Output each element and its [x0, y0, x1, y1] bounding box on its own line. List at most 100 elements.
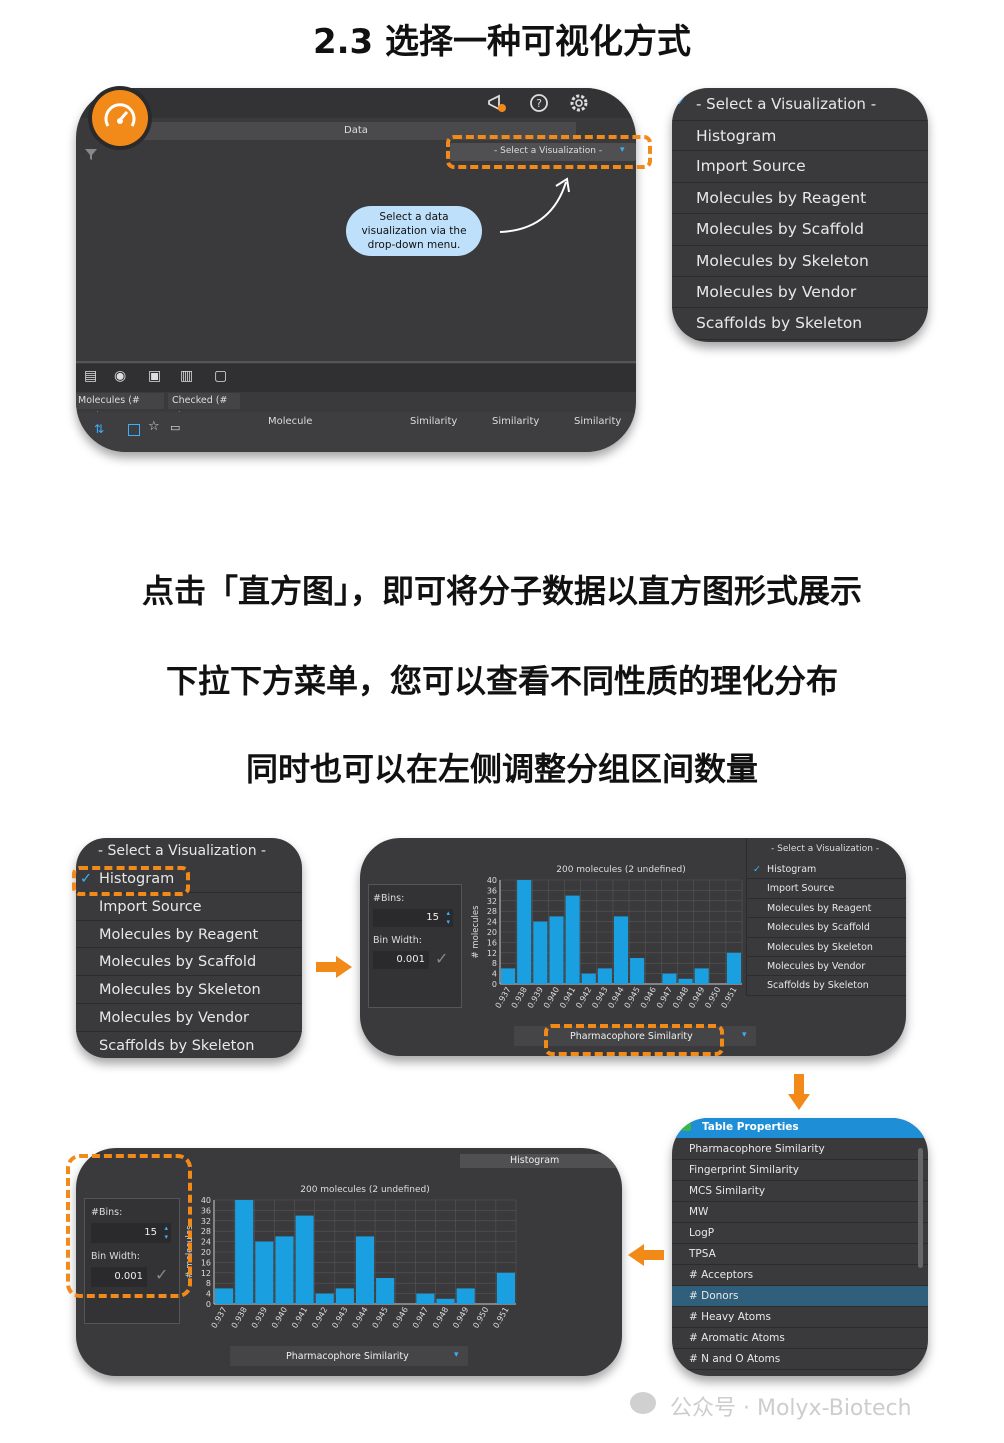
histogram-bar[interactable] [581, 973, 596, 984]
menu-item-histogram[interactable]: ✓Histogram [747, 860, 906, 880]
menu-item-import-source[interactable]: Import Source [672, 151, 928, 183]
histogram-bar[interactable] [255, 1241, 274, 1304]
visualization-select[interactable]: - Select a Visualization - ▾ [450, 143, 636, 161]
property-item-fingerprint[interactable]: Fingerprint Similarity [672, 1160, 928, 1181]
y-tick-label: 12 [487, 949, 497, 958]
menu-item-reagent[interactable]: Molecules by Reagent [747, 899, 906, 919]
histogram-bar[interactable] [295, 1215, 314, 1304]
column-similarity-2[interactable]: Similarity [492, 416, 540, 427]
property-item-tpsa[interactable]: TPSA [672, 1244, 928, 1265]
y-tick-label: 40 [487, 876, 497, 885]
visualization-tab[interactable]: Histogram ▾ [460, 1154, 622, 1168]
histogram-bar[interactable] [726, 952, 741, 984]
histogram-bar[interactable] [501, 968, 516, 984]
filter-icon[interactable] [84, 146, 98, 160]
save-icon[interactable]: ▣ [148, 368, 162, 384]
property-item-aromatic-atoms[interactable]: # Aromatic Atoms [672, 1328, 928, 1349]
y-tick-label: 16 [201, 1258, 211, 1267]
property-item-pharmacophore[interactable]: Pharmacophore Similarity [672, 1139, 928, 1160]
histogram-bar[interactable] [315, 1293, 334, 1304]
x-tick-label: 0.947 [411, 1306, 430, 1330]
menu-item-skeleton[interactable]: Molecules by Skeleton [747, 938, 906, 957]
menu-item-skeleton[interactable]: Molecules by Skeleton [672, 246, 928, 277]
histogram-bar[interactable] [597, 968, 612, 984]
property-item-acceptors[interactable]: # Acceptors [672, 1265, 928, 1286]
menu-item-scaffold[interactable]: Molecules by Scaffold [76, 948, 302, 977]
histogram-bar[interactable] [335, 1288, 354, 1304]
histogram-bar[interactable] [630, 958, 645, 984]
gear-icon[interactable] [568, 92, 590, 114]
histogram-bar[interactable] [355, 1236, 375, 1304]
property-select[interactable]: Pharmacophore Similarity ▾ [230, 1346, 468, 1366]
menu-item-reagent[interactable]: Molecules by Reagent [76, 921, 302, 949]
visualization-list: ✓Histogram Import Source Molecules by Re… [747, 860, 906, 996]
tooltip-bubble: Select a data visualization via the drop… [346, 206, 482, 256]
histogram-bar[interactable] [549, 916, 564, 984]
property-item-mw[interactable]: MW [672, 1202, 928, 1223]
star-icon[interactable]: ☆ [148, 419, 160, 434]
menu-item-vendor[interactable]: Molecules by Vendor [76, 1004, 302, 1032]
histogram-bar[interactable] [496, 1272, 515, 1304]
dashboard-logo-icon[interactable] [92, 90, 148, 146]
histogram-bar[interactable] [215, 1288, 234, 1304]
histogram-bar[interactable] [694, 968, 709, 984]
eye-icon[interactable]: ◉ [114, 368, 127, 384]
announce-icon[interactable] [486, 92, 508, 114]
property-item-n-and-o[interactable]: # N and O Atoms [672, 1349, 928, 1370]
confirm-check-icon[interactable]: ✓ [155, 1265, 169, 1284]
instruction-line-2: 下拉下方菜单，您可以查看不同性质的理化分布 [165, 662, 838, 700]
menu-item-vendor[interactable]: Molecules by Vendor [672, 277, 928, 309]
histogram-bar[interactable] [517, 880, 532, 984]
menu-item-scaffolds-by-skeleton[interactable]: Scaffolds by Skeleton [672, 308, 928, 340]
property-item-heavy-atoms[interactable]: # Heavy Atoms [672, 1307, 928, 1328]
property-item-donors[interactable]: # Donors [672, 1286, 928, 1307]
scrollbar[interactable] [918, 1148, 923, 1268]
comment-icon[interactable]: ▭ [170, 421, 181, 434]
column-molecule[interactable]: Molecule [268, 416, 313, 427]
menu-item-vendor[interactable]: Molecules by Vendor [747, 957, 906, 977]
histogram-bar[interactable] [275, 1236, 294, 1304]
checkbox[interactable] [128, 424, 140, 436]
menu-item-import-source[interactable]: Import Source [76, 893, 302, 921]
histogram-bar[interactable] [235, 1200, 254, 1304]
property-item-logp[interactable]: LogP [672, 1223, 928, 1244]
column-similarity-1[interactable]: Similarity [410, 416, 458, 427]
menu-item-histogram[interactable]: Histogram [672, 120, 928, 152]
menu-item-histogram[interactable]: ✓Histogram [76, 865, 302, 893]
bins-label: #Bins: [373, 893, 405, 904]
histogram-bar[interactable] [436, 1298, 455, 1304]
menu-item-scaffolds-by-skeleton[interactable]: Scaffolds by Skeleton [747, 976, 906, 996]
binwidth-input[interactable]: 0.001 [373, 951, 429, 969]
menu-item-scaffold[interactable]: Molecules by Scaffold [672, 214, 928, 246]
property-select[interactable]: Pharmacophore Similarity ▾ [514, 1026, 756, 1046]
menu-item-scaffolds-by-skeleton[interactable]: Scaffolds by Skeleton [76, 1032, 302, 1058]
histogram-bar[interactable] [456, 1288, 475, 1304]
histogram-bar[interactable] [678, 978, 693, 984]
help-icon[interactable]: ? [528, 92, 550, 114]
histogram-bar[interactable] [613, 916, 629, 984]
histogram-bar[interactable] [662, 973, 677, 984]
bins-input[interactable]: 15 ▴▾ [373, 909, 453, 927]
sort-icon[interactable]: ⇅ [94, 422, 105, 436]
menu-item-import-source[interactable]: Import Source [747, 879, 906, 899]
confirm-check-icon[interactable]: ✓ [435, 949, 449, 968]
menu-item-skeleton[interactable]: Molecules by Skeleton [76, 976, 302, 1004]
library-icon[interactable]: ▥ [180, 368, 194, 384]
database-icon[interactable]: ▤ [84, 368, 98, 384]
trash-icon[interactable]: ▢ [214, 368, 228, 384]
histogram-bar[interactable] [416, 1293, 435, 1304]
bins-input[interactable]: 15 ▴▾ [91, 1223, 171, 1243]
spinner-icon[interactable]: ▴▾ [164, 1224, 168, 1241]
histogram-bar[interactable] [376, 1278, 395, 1304]
property-item-mcs[interactable]: MCS Similarity [672, 1181, 928, 1202]
spinner-icon[interactable]: ▴▾ [446, 909, 450, 926]
histogram-bar[interactable] [533, 921, 548, 984]
tab-checked[interactable]: Checked (# 2) [168, 393, 240, 422]
column-similarity-3[interactable]: Similarity [574, 416, 622, 427]
binwidth-input[interactable]: 0.001 [91, 1267, 147, 1287]
tab-molecules[interactable]: Molecules (# 202) [76, 393, 164, 422]
splitter[interactable] [76, 361, 636, 363]
histogram-bar[interactable] [565, 895, 580, 984]
menu-item-reagent[interactable]: Molecules by Reagent [672, 183, 928, 215]
menu-item-scaffold[interactable]: Molecules by Scaffold [747, 918, 906, 938]
